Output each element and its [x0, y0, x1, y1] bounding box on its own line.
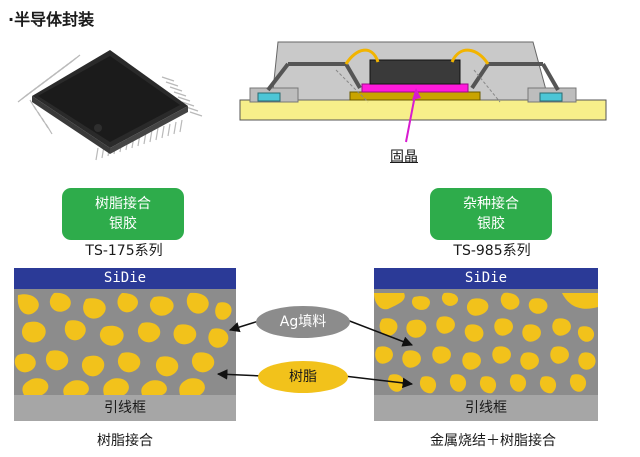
left-lead-frame-bar: 引线框	[14, 395, 236, 421]
right-lead-frame-bar: 引线框	[374, 395, 598, 421]
right-badge-line2: 银胶	[477, 216, 505, 232]
left-series-label: TS-175系列	[85, 243, 163, 259]
page-title: ·半导体封装	[8, 10, 95, 29]
package-cross-section	[239, 41, 607, 143]
right-bond-type-badge: 杂种接合 银胶	[430, 188, 552, 240]
left-badge-line1: 树脂接合	[95, 196, 151, 212]
ag-filler-label: Ag填料	[279, 314, 327, 330]
ag-filler-arrow-right	[346, 319, 413, 347]
right-die-bar: SiDie	[374, 268, 598, 289]
right-series-label: TS-985系列	[453, 243, 531, 259]
right-bond-layer	[374, 289, 598, 395]
bond-wire-right	[450, 48, 490, 65]
right-cross-section: SiDie	[374, 268, 598, 421]
left-bond-layer	[14, 289, 236, 395]
left-badge-line2: 银胶	[109, 216, 137, 232]
silicon-die	[369, 59, 461, 85]
resin-arrow-left	[216, 369, 263, 380]
bond-wire-left	[344, 48, 380, 65]
die-attach-callout-label: 固晶	[390, 149, 418, 165]
right-caption: 金属烧结＋树脂接合	[430, 433, 556, 449]
left-die-bar: SiDie	[14, 268, 236, 289]
left-cross-section: SiDie 引线框	[14, 268, 236, 421]
ag-filler-oval: Ag填料	[256, 306, 350, 338]
resin-oval: 树脂	[258, 361, 348, 393]
left-caption: 树脂接合	[97, 433, 153, 449]
right-badge-line1: 杂种接合	[463, 196, 519, 212]
left-bond-type-badge: 树脂接合 银胶	[62, 188, 184, 240]
qfp-chip-image	[17, 50, 203, 161]
resin-arrow-right	[343, 375, 414, 389]
resin-label: 树脂	[289, 369, 317, 385]
